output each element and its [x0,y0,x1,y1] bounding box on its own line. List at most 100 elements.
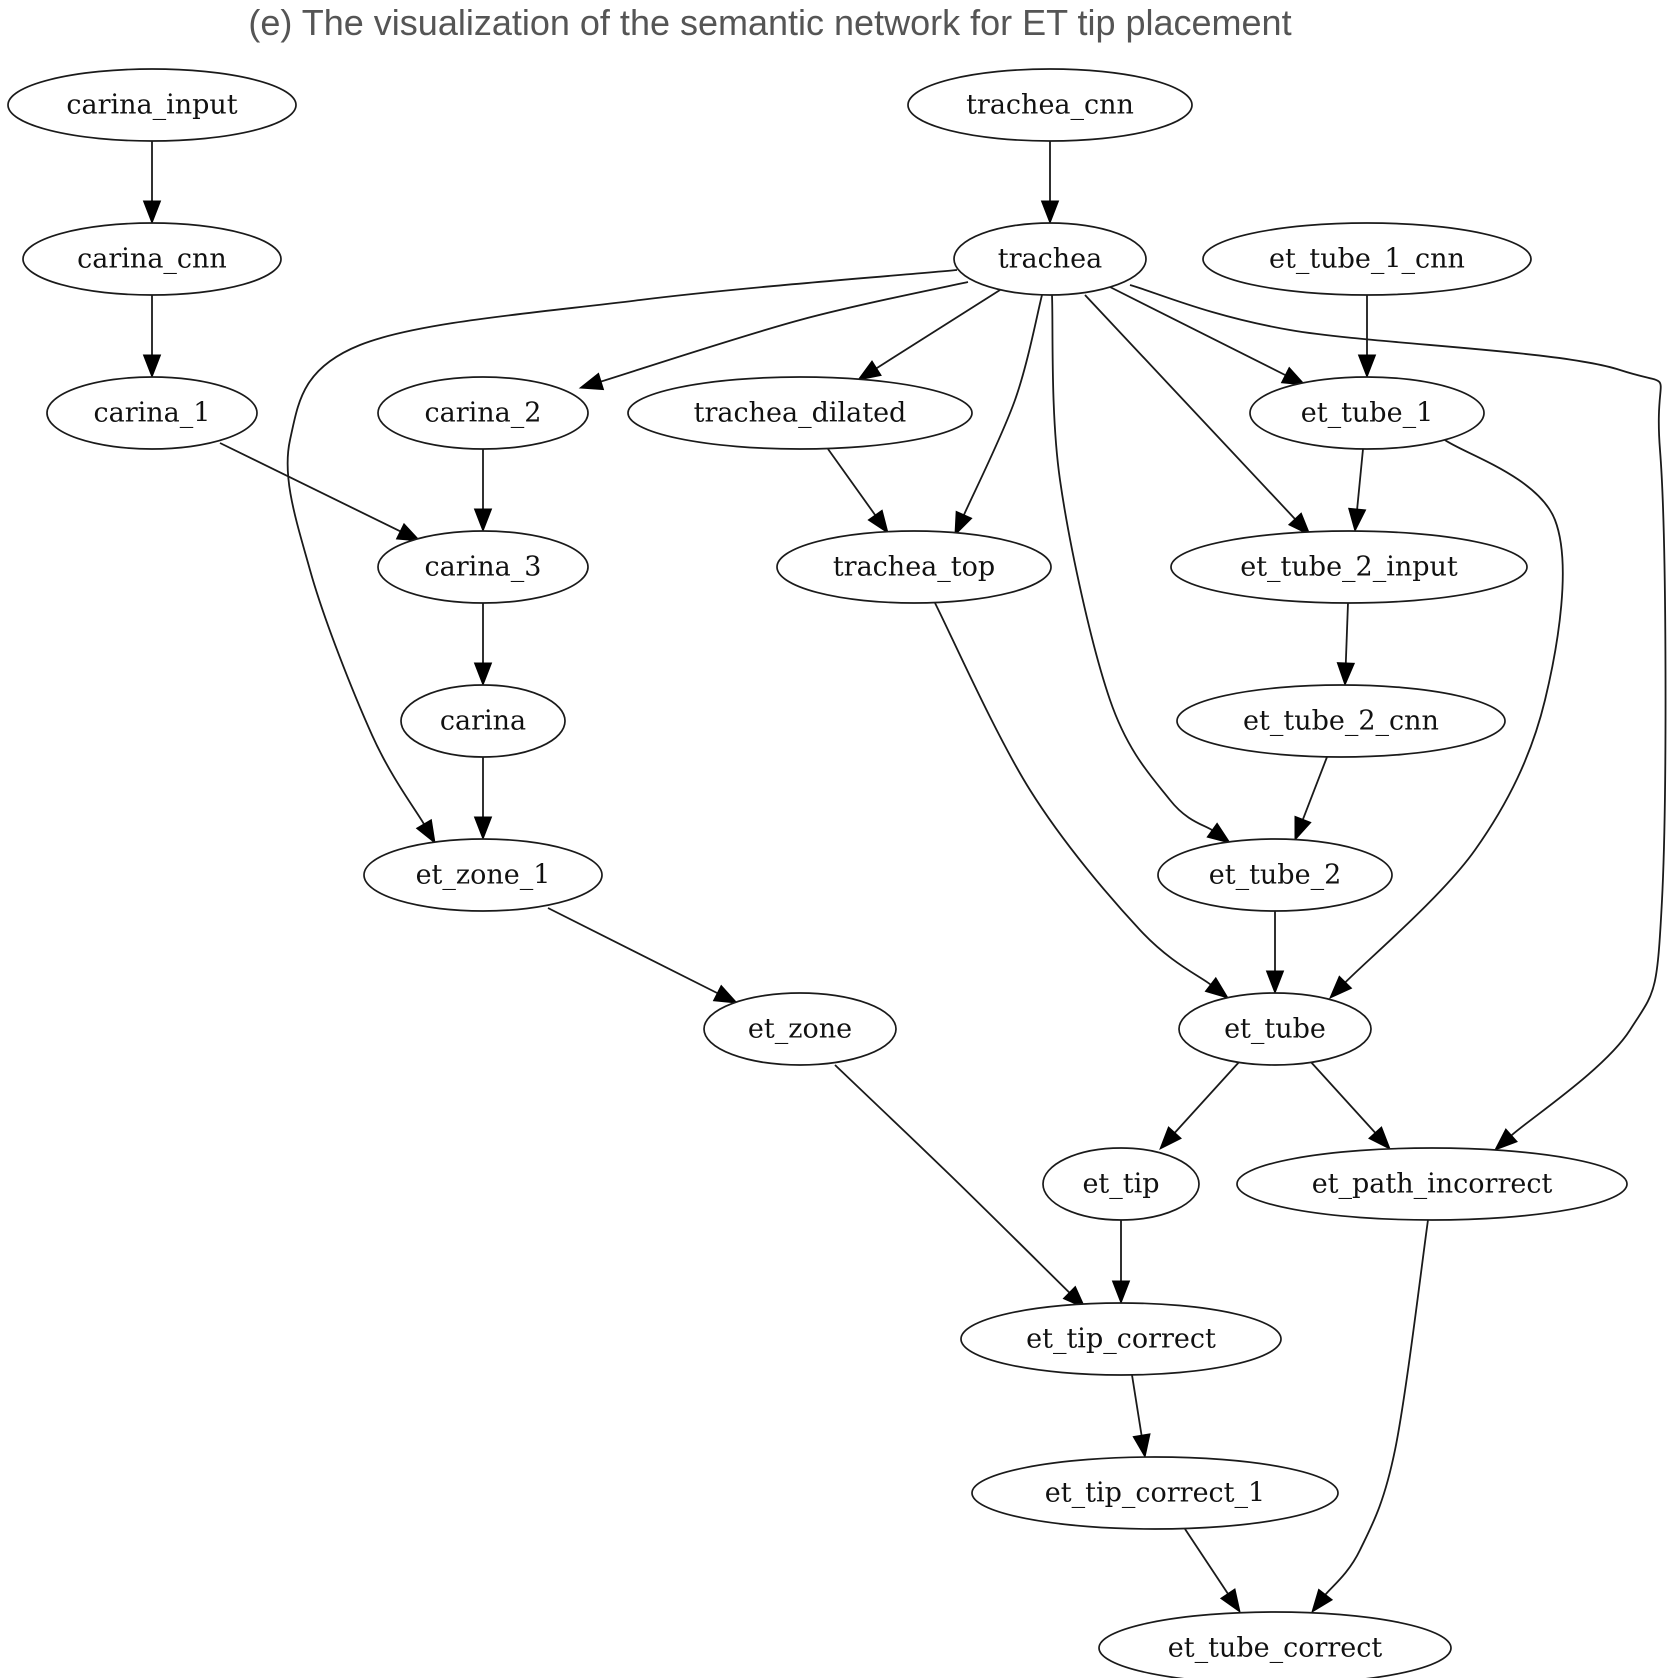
node-label: et_path_incorrect [1312,1169,1553,1200]
arrowhead [1040,200,1060,225]
node-et_tube_2: et_tube_2 [1157,838,1393,912]
node-label: carina_input [66,90,237,121]
node-ellipse [960,1302,1282,1376]
node-carina_3: carina_3 [377,530,589,604]
edge-line [1324,1219,1429,1596]
node-et_tube_1_cnn: et_tube_1_cnn [1202,222,1532,296]
node-et_zone_1: et_zone_1 [363,838,603,912]
node-et_tube_2_input: et_tube_2_input [1170,530,1528,604]
node-ellipse [1202,222,1532,296]
node-ellipse [703,992,897,1066]
edge-line [1302,756,1328,820]
edge-line [1084,294,1296,520]
edge-trachea-to-et_path_incorrect [1129,284,1667,1151]
arrowhead [856,360,882,381]
edge-et_tube_2_input-to-et_tube_2_cnn [1336,602,1356,687]
node-label: carina_3 [425,552,542,583]
node-label: et_tip_correct_1 [1045,1478,1265,1509]
node-trachea_dilated: trachea_dilated [627,376,973,450]
arrowhead [473,508,493,533]
node-ellipse [1178,992,1372,1066]
edge-et_tube_2-to-et_tube [1265,911,1285,995]
edges-layer [142,141,1667,1614]
arrowhead [578,372,605,391]
diagram-title: (e) The visualization of the semantic ne… [248,2,1292,43]
node-et_tube_2_cnn: et_tube_2_cnn [1176,684,1506,758]
edge-et_zone-to-et_tip_correct [834,1064,1086,1309]
arrowhead [1348,507,1367,533]
node-label: et_tube_1 [1301,398,1434,429]
edge-line [934,602,1212,986]
node-ellipse [907,68,1193,142]
edge-carina_cnn-to-carina_1 [142,295,162,379]
arrowhead [1311,1588,1334,1614]
edge-line [963,294,1043,516]
node-label: trachea [998,244,1102,275]
edge-line [1109,286,1286,376]
arrowhead [712,984,739,1004]
edge-line [286,269,958,825]
arrowhead [1159,1126,1182,1151]
arrowhead [1206,822,1232,844]
node-ellipse [1176,684,1506,758]
edge-trachea-to-trachea_dilated [856,289,1001,381]
node-carina_1: carina_1 [46,376,258,450]
node-ellipse [7,68,297,142]
arrowhead [1294,815,1312,842]
node-label: et_tube [1224,1014,1326,1045]
node-ellipse [363,838,603,912]
node-ellipse [1042,1147,1200,1221]
node-carina_cnn: carina_cnn [22,222,282,296]
node-label: et_tube_2 [1209,860,1342,891]
node-label: trachea_top [833,552,995,583]
node-label: et_zone [748,1014,852,1045]
edge-et_tube_1-to-et_tube_2_input [1348,448,1367,533]
edge-line [1356,448,1364,510]
edge-et_tip_correct_1-to-et_tube_correct [1184,1528,1241,1614]
node-label: carina [440,706,526,737]
node-carina_2: carina_2 [377,376,589,450]
arrowhead [395,522,422,542]
edge-trachea_top-to-et_tube [934,602,1230,999]
edge-carina_input-to-carina_cnn [142,141,162,225]
arrowhead [1357,354,1377,379]
node-label: et_tip_correct [1026,1324,1216,1355]
edge-et_tip_correct-to-et_tip_correct_1 [1131,1374,1151,1459]
edge-carina_3-to-carina [473,603,493,687]
node-label: trachea_cnn [966,90,1134,121]
edge-line [1344,439,1564,983]
node-ellipse [377,530,589,604]
edge-line [1184,1528,1229,1595]
edge-et_path_incorrect-to-et_tube_correct [1311,1219,1429,1614]
edge-et_tube_1-to-et_tube [1329,439,1564,999]
edge-line [1051,294,1213,831]
edge-trachea-to-carina_2 [578,281,969,391]
node-ellipse [1249,376,1485,450]
node-ellipse [776,530,1052,604]
edge-carina_1-to-carina_3 [219,442,422,542]
arrowhead [1493,1128,1518,1151]
node-label: carina_1 [94,398,211,429]
edge-trachea-to-et_tube_2_input [1084,294,1311,537]
edge-et_tube_2_cnn-to-et_tube_2 [1294,756,1328,842]
edge-et_tube-to-et_tip [1159,1060,1241,1151]
arrowhead [473,816,493,841]
node-ellipse [971,1456,1339,1530]
arrowhead [1368,1126,1391,1151]
nodes-layer: carina_input carina_cnn carina_1 carina_2ca… [7,68,1628,1678]
arrowhead [1111,1280,1131,1305]
arrowhead [1329,975,1353,999]
arrowhead [1287,512,1311,537]
edge-trachea-to-et_tube_2 [1051,294,1232,844]
node-trachea_cnn: trachea_cnn [907,68,1193,142]
node-ellipse [400,684,566,758]
edge-line [827,448,876,516]
edge-trachea-to-trachea_top [954,294,1043,537]
arrowhead [473,662,493,687]
edge-trachea-to-et_zone_1 [286,269,958,845]
arrowhead [142,354,162,379]
edge-line [600,281,969,383]
edge-line [219,442,401,533]
node-label: et_tip [1082,1169,1159,1200]
